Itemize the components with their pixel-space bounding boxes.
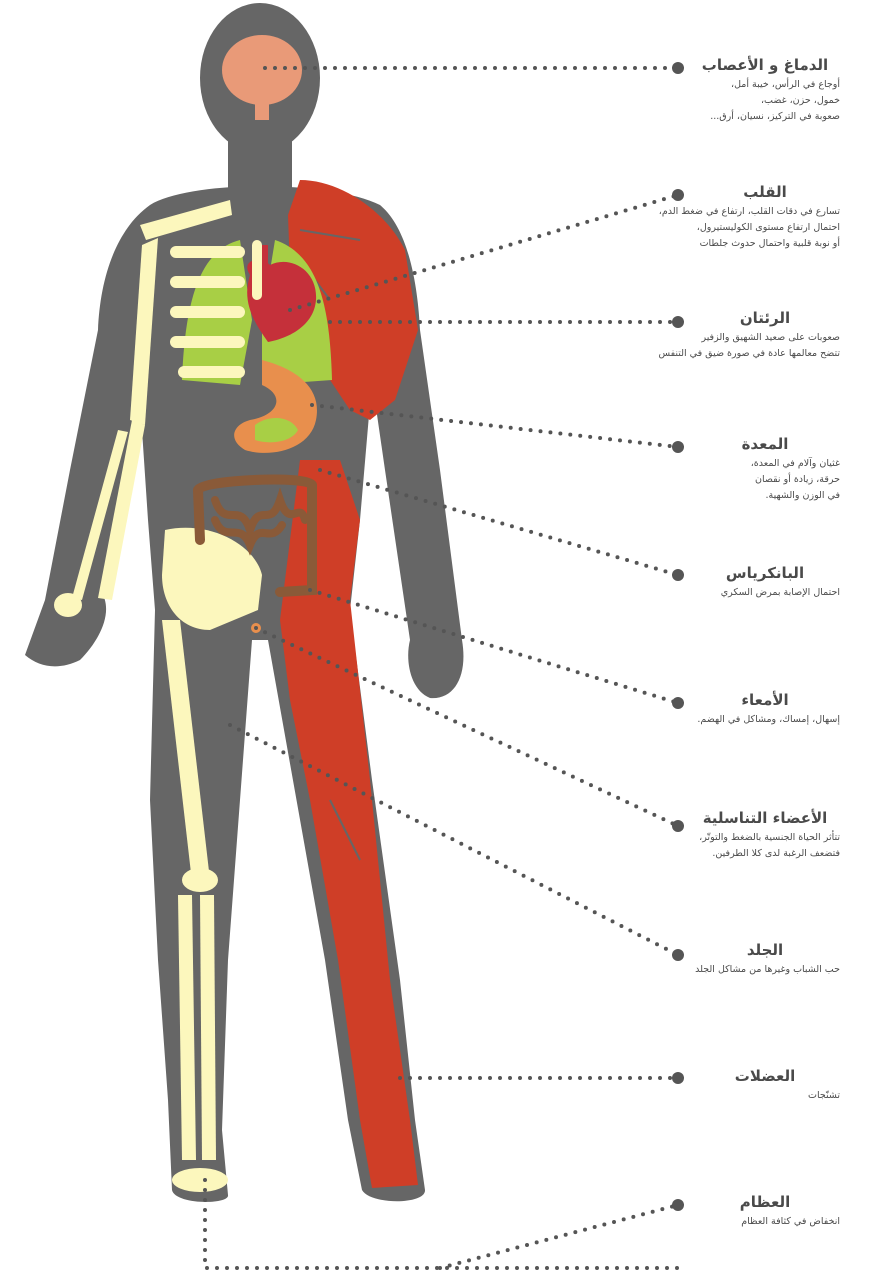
label-desc: تشنّجات [640, 1088, 840, 1104]
label-skin: الجلد حب الشباب وغيرها من مشاكل الجلد [640, 940, 840, 978]
label-title: البانكرياس [690, 563, 840, 583]
label-desc: صعوبات على صعيد الشهيق والزفير تتضح معال… [640, 330, 840, 362]
label-title: العظام [690, 1192, 840, 1212]
label-desc: إسهال، إمساك، ومشاكل في الهضم. [640, 712, 840, 728]
label-title: الرئتان [690, 308, 840, 328]
label-bones: العظام انخفاض في كثافة العظام [640, 1192, 840, 1230]
label-title: الأمعاء [690, 690, 840, 710]
label-title: الجلد [690, 940, 840, 960]
label-genitals: الأعضاء التناسلية تتأثر الحياة الجنسية ب… [640, 808, 840, 862]
label-desc: حب الشباب وغيرها من مشاكل الجلد [640, 962, 840, 978]
label-stomach: المعدة غثيان وآلام في المعدة، حرقة، زياد… [640, 434, 840, 504]
label-desc: غثيان وآلام في المعدة، حرقة، زيادة أو نق… [640, 456, 840, 504]
label-title: الأعضاء التناسلية [690, 808, 840, 828]
label-pancreas: البانكرياس احتمال الإصابة بمرض السكري [640, 563, 840, 601]
label-title: القلب [690, 182, 840, 202]
label-desc: احتمال الإصابة بمرض السكري [640, 585, 840, 601]
label-desc: انخفاض في كثافة العظام [640, 1214, 840, 1230]
label-lungs: الرئتان صعوبات على صعيد الشهيق والزفير ت… [640, 308, 840, 362]
label-desc: تسارع في دقات القلب، ارتفاع في ضغط الدم،… [640, 204, 840, 252]
label-brain: الدماغ و الأعصاب أوجاع في الرأس، خيبة أم… [640, 55, 840, 125]
label-muscles: العضلات تشنّجات [640, 1066, 840, 1104]
label-title: الدماغ و الأعصاب [690, 55, 840, 75]
label-desc: تتأثر الحياة الجنسية بالضغط والتوتّر، فت… [640, 830, 840, 862]
label-heart: القلب تسارع في دقات القلب، ارتفاع في ضغط… [640, 182, 840, 252]
label-desc: أوجاع في الرأس، خيبة أمل، خمول، حزن، غضب… [640, 77, 840, 125]
label-intestines: الأمعاء إسهال، إمساك، ومشاكل في الهضم. [640, 690, 840, 728]
label-title: العضلات [690, 1066, 840, 1086]
label-title: المعدة [690, 434, 840, 454]
